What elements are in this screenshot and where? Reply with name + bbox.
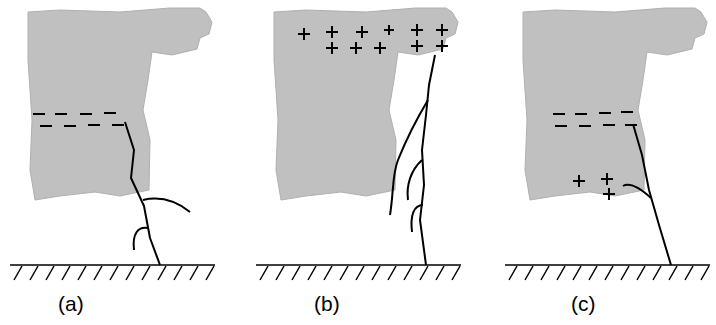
cloud-panel-c: [505, 8, 710, 280]
panel-label: (a): [58, 293, 84, 314]
cloud-panel-a: [10, 8, 215, 280]
panel-label: (c): [571, 293, 596, 314]
panel-label: (b): [314, 293, 340, 314]
cloud-panel-b: [256, 8, 461, 280]
